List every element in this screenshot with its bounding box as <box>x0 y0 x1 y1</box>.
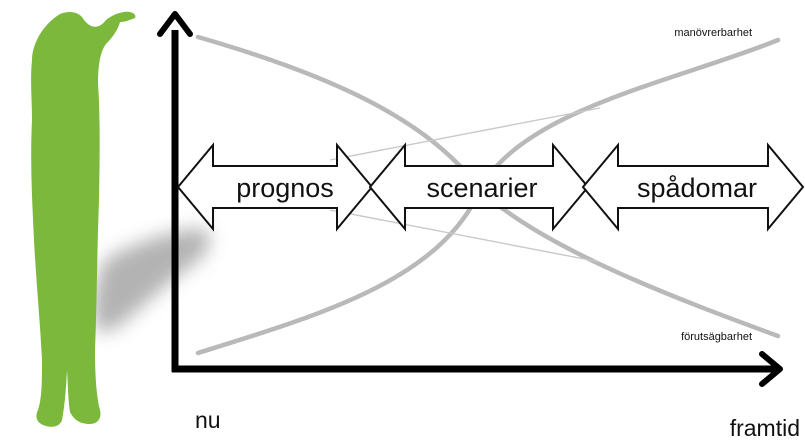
arrow-label-prognos: prognos <box>236 173 334 203</box>
axes <box>157 11 783 387</box>
x-axis-arrowhead <box>759 351 783 387</box>
arrow-spadomar <box>581 142 805 232</box>
thin-line-lower <box>329 209 601 263</box>
curve-label-predictability: förutsägbarhet <box>681 331 752 343</box>
arrow-label-scenarier: scenarier <box>426 173 537 203</box>
double-arrows: prognos scenarier spådomar <box>176 142 805 232</box>
axis-label-now: nu <box>195 407 221 433</box>
axis-label-future: framtid <box>730 415 800 441</box>
curve-label-maneuverability: manövrerbarhet <box>674 27 752 39</box>
person-silhouette-icon <box>31 11 136 427</box>
arrow-label-spadomar: spådomar <box>637 173 757 203</box>
thin-line-upper <box>329 107 601 161</box>
person-shadow <box>93 228 210 333</box>
y-axis-arrowhead <box>157 11 193 37</box>
